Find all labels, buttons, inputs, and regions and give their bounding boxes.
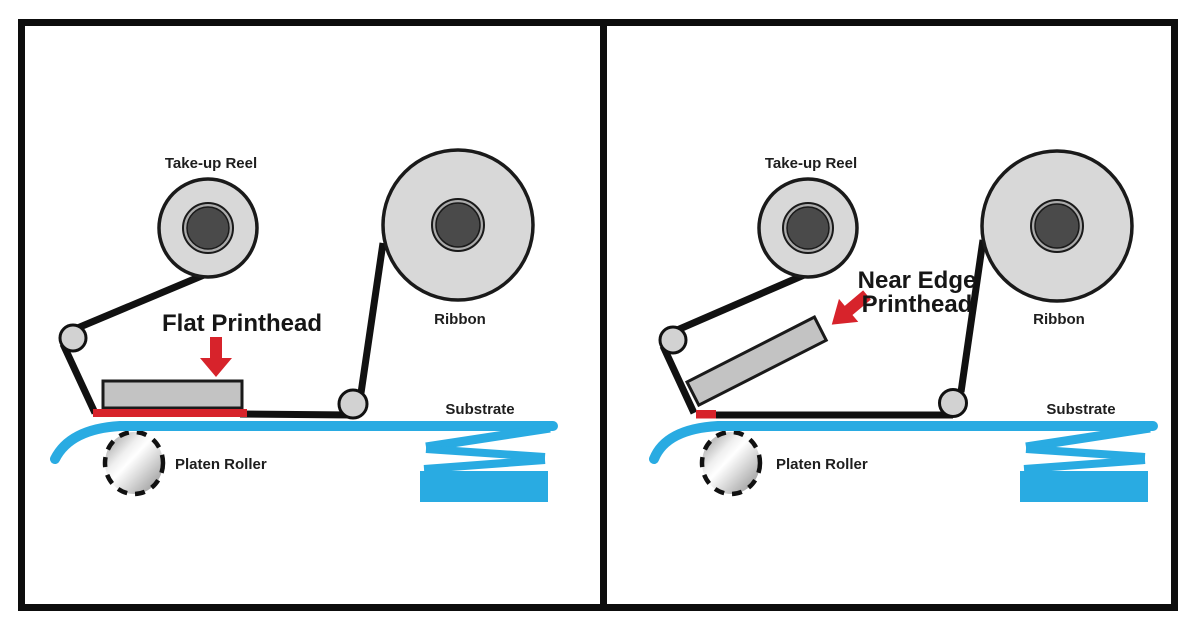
take-up-reel-label: Take-up Reel — [764, 155, 858, 172]
flat-printhead-title: Flat Printhead — [132, 312, 352, 336]
print-contact-strip — [93, 409, 247, 417]
flat-printhead-panel — [50, 148, 558, 502]
near-edge-printhead-title-line1: Near Edge — [857, 267, 977, 294]
ribbon-path — [59, 242, 387, 419]
substrate-web — [50, 421, 558, 464]
panel-divider — [600, 19, 607, 611]
near-edge-printhead-panel — [649, 149, 1158, 502]
near-edge-printhead-shape — [684, 315, 829, 408]
substrate-fanfold — [420, 423, 551, 502]
outer-frame — [18, 19, 1178, 611]
idler-roller-right — [337, 388, 369, 420]
print-contact-point — [696, 410, 716, 419]
ribbon-label: Ribbon — [1033, 311, 1085, 328]
substrate-fanfold — [1020, 423, 1151, 502]
ribbon-label: Ribbon — [434, 311, 486, 328]
take-up-reel-shape — [757, 177, 859, 279]
ribbon-reel-shape — [980, 149, 1134, 303]
platen-roller-label: Platen Roller — [776, 456, 868, 473]
idler-roller-right — [938, 388, 968, 418]
substrate-web — [649, 421, 1158, 464]
platen-roller-label: Platen Roller — [175, 456, 267, 473]
substrate-label: Substrate — [445, 401, 515, 418]
ribbon-path — [659, 239, 987, 419]
down-arrow-icon — [200, 337, 232, 377]
idler-roller-left — [658, 325, 688, 355]
ribbon-reel-shape — [381, 148, 535, 302]
down-left-arrow-icon — [831, 290, 871, 325]
platen-roller-shape — [102, 429, 166, 497]
flat-printhead-title-line: Flat Printhead — [161, 310, 323, 337]
take-up-reel-label: Take-up Reel — [164, 155, 258, 172]
substrate-label: Substrate — [1046, 401, 1116, 418]
take-up-reel-shape — [157, 177, 259, 279]
platen-roller-shape — [699, 429, 763, 497]
idler-roller-left — [58, 323, 88, 353]
near-edge-printhead-title-line2: Printhead — [861, 291, 973, 318]
near-edge-printhead-title: Near Edge Printhead — [837, 269, 997, 317]
flat-printhead-shape — [101, 379, 244, 410]
